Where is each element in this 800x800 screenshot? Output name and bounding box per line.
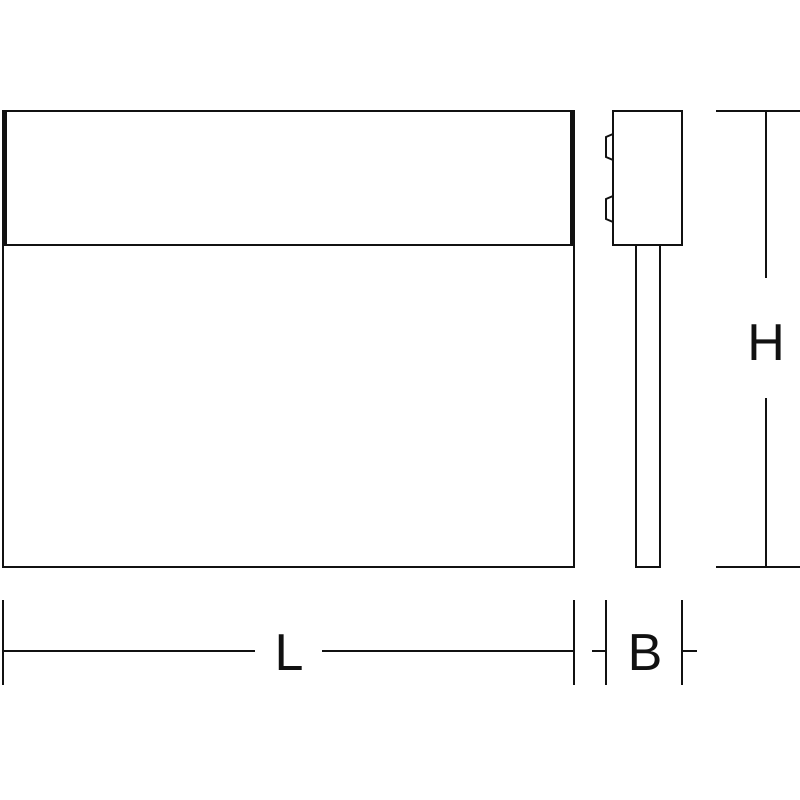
front-view [2,110,575,568]
height-dimension: H [716,110,800,568]
length-dimension: L [2,600,575,685]
depth-dimension: B [592,600,697,685]
depth-label: B [628,624,663,682]
side-view-housing [612,110,683,246]
side-view-panel [635,244,661,568]
side-view [605,110,683,568]
height-label: H [747,314,785,372]
side-view-bracket-lower [605,195,614,223]
front-view-outline [2,110,575,568]
side-view-bracket-upper [605,133,614,161]
length-label: L [275,624,304,682]
